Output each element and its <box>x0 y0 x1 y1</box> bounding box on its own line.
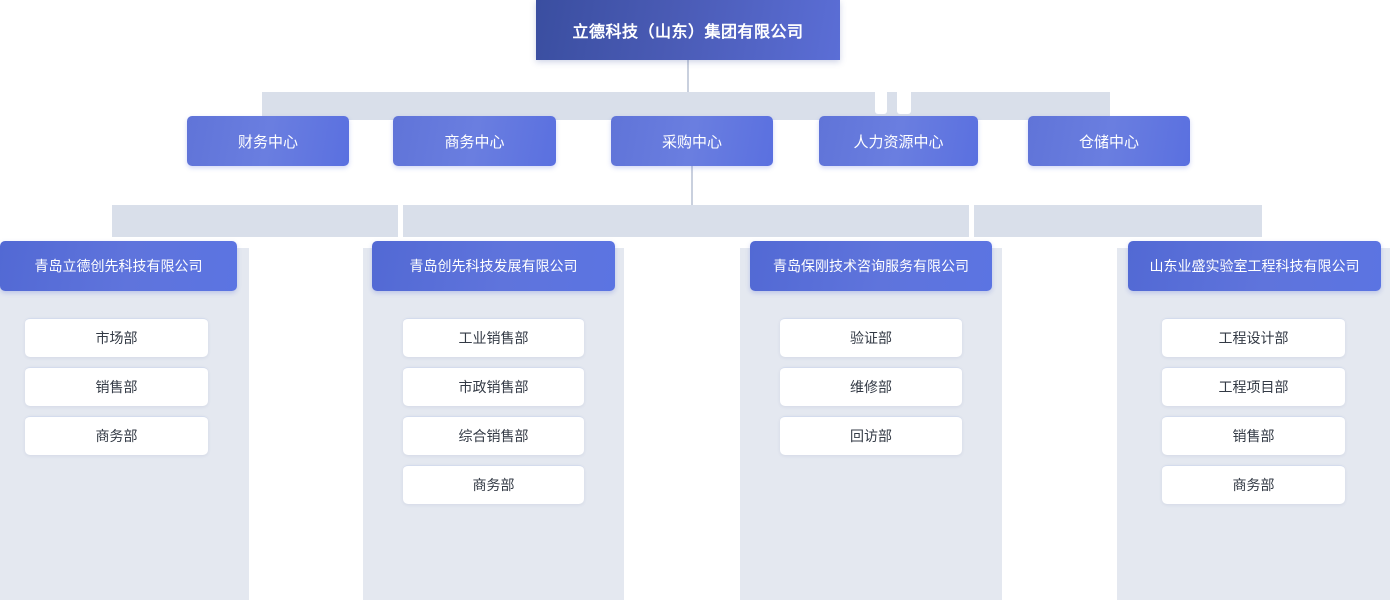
center-node-business[interactable]: 商务中心 <box>393 116 556 166</box>
department-card[interactable]: 市场部 <box>25 318 208 357</box>
department-card[interactable]: 市政销售部 <box>403 367 584 406</box>
department-card[interactable]: 综合销售部 <box>403 416 584 455</box>
subsidiary-node-1[interactable]: 青岛立德创先科技有限公司 <box>0 241 237 291</box>
connector-notch-c <box>398 205 403 237</box>
subsidiary-node-3[interactable]: 青岛保刚技术咨询服务有限公司 <box>750 241 992 291</box>
connector-band-subsidiaries <box>112 205 1262 237</box>
center-node-warehouse[interactable]: 仓储中心 <box>1028 116 1190 166</box>
center-node-purchasing[interactable]: 采购中心 <box>611 116 773 166</box>
department-card[interactable]: 商务部 <box>1162 465 1345 504</box>
department-card[interactable]: 商务部 <box>403 465 584 504</box>
subsidiary-node-4[interactable]: 山东业盛实验室工程科技有限公司 <box>1128 241 1381 291</box>
department-card[interactable]: 工程设计部 <box>1162 318 1345 357</box>
center-node-finance[interactable]: 财务中心 <box>187 116 349 166</box>
connector-band-centers <box>262 92 1110 120</box>
connector-notch-d <box>969 205 974 237</box>
department-card[interactable]: 工程项目部 <box>1162 367 1345 406</box>
department-card[interactable]: 回访部 <box>780 416 962 455</box>
connector-notch-b <box>897 92 911 114</box>
department-list-1: 市场部 销售部 商务部 <box>25 318 208 455</box>
subsidiary-node-2[interactable]: 青岛创先科技发展有限公司 <box>372 241 615 291</box>
department-card[interactable]: 验证部 <box>780 318 962 357</box>
root-node[interactable]: 立德科技（山东）集团有限公司 <box>536 0 840 60</box>
department-card[interactable]: 工业销售部 <box>403 318 584 357</box>
connector-stem-subsidiaries <box>691 165 693 207</box>
department-list-4: 工程设计部 工程项目部 销售部 商务部 <box>1162 318 1345 504</box>
department-card[interactable]: 维修部 <box>780 367 962 406</box>
connector-notch-a <box>875 92 887 114</box>
department-list-2: 工业销售部 市政销售部 综合销售部 商务部 <box>403 318 584 504</box>
department-card[interactable]: 商务部 <box>25 416 208 455</box>
department-card[interactable]: 销售部 <box>25 367 208 406</box>
center-node-hr[interactable]: 人力资源中心 <box>819 116 978 166</box>
connector-stem-root <box>687 60 689 94</box>
department-card[interactable]: 销售部 <box>1162 416 1345 455</box>
department-list-3: 验证部 维修部 回访部 <box>780 318 962 455</box>
